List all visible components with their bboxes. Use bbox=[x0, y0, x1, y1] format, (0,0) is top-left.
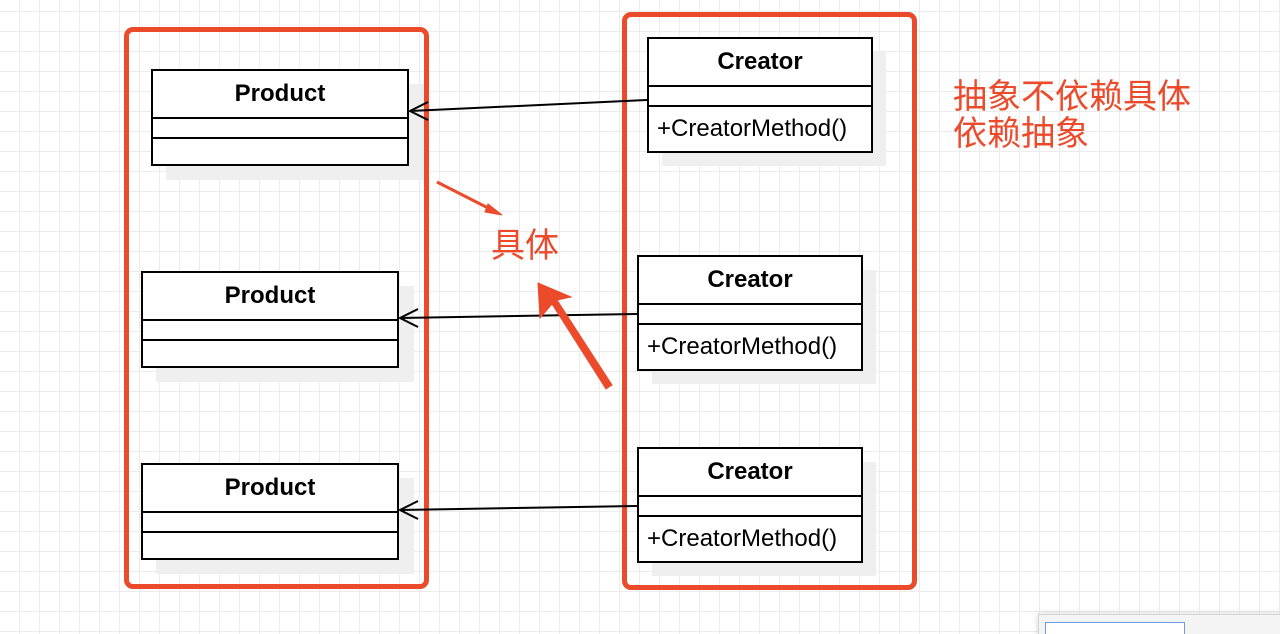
product-group-box bbox=[124, 27, 429, 589]
annotation-arrow-small bbox=[436, 180, 493, 212]
open-arrowhead bbox=[397, 308, 419, 328]
product-class-2[interactable]: Product bbox=[141, 271, 399, 368]
principle-note-line2: 依赖抽象 bbox=[953, 114, 1089, 154]
product-class-3[interactable]: Product bbox=[141, 463, 399, 560]
product-class-name: Product bbox=[153, 71, 407, 119]
concrete-note: 具体 bbox=[491, 226, 559, 266]
creator-group-box bbox=[622, 12, 917, 590]
open-arrowhead bbox=[397, 500, 419, 520]
annotation-arrow-large bbox=[537, 282, 613, 390]
product-attributes-section bbox=[153, 119, 407, 139]
product-class-name: Product bbox=[143, 465, 397, 513]
principle-note-line1: 抽象不依赖具体 bbox=[953, 77, 1191, 117]
creator-class-name: Creator bbox=[649, 39, 871, 87]
creator-class-1[interactable]: Creator +CreatorMethod() bbox=[647, 37, 873, 153]
dependency-connector bbox=[409, 99, 648, 112]
creator-class-name: Creator bbox=[639, 449, 861, 497]
product-class-name: Product bbox=[143, 273, 397, 321]
open-arrowhead bbox=[407, 101, 429, 121]
dependency-connector bbox=[399, 313, 638, 319]
annotation-arrowhead-small bbox=[484, 203, 503, 216]
creator-class-3[interactable]: Creator +CreatorMethod() bbox=[637, 447, 863, 563]
product-attributes-section bbox=[143, 321, 397, 341]
creator-attributes-section bbox=[639, 305, 861, 325]
dependency-connector bbox=[399, 505, 638, 511]
creator-attributes-section bbox=[649, 87, 871, 107]
creator-class-2[interactable]: Creator +CreatorMethod() bbox=[637, 255, 863, 371]
creator-attributes-section bbox=[639, 497, 861, 517]
creator-class-name: Creator bbox=[639, 257, 861, 305]
creator-method: +CreatorMethod() bbox=[647, 525, 838, 552]
panel-input-field[interactable] bbox=[1045, 622, 1185, 634]
creator-method: +CreatorMethod() bbox=[657, 115, 848, 142]
product-attributes-section bbox=[143, 513, 397, 533]
product-class-1[interactable]: Product bbox=[151, 69, 409, 166]
creator-method: +CreatorMethod() bbox=[647, 333, 838, 360]
